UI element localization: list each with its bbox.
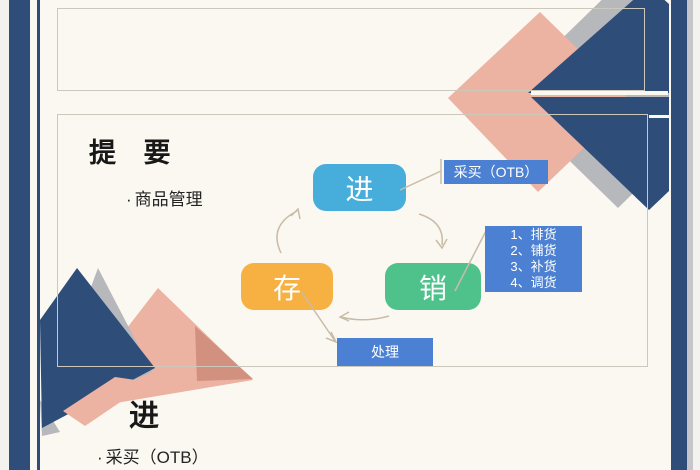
bullet-dot: · (97, 448, 103, 467)
right-margin (693, 0, 700, 470)
purchase-title: 进 (129, 400, 161, 433)
summary-title: 提 要 (89, 138, 181, 168)
node-sales: 销 (385, 263, 481, 310)
callout-sale-steps: 1、排货 2、铺货 3、补货 4、调货 (485, 226, 582, 292)
sale-step-item: 1、排货 (510, 227, 557, 242)
node-stock: 存 (241, 263, 333, 310)
diamond-slit (531, 91, 668, 95)
purchase-bullet: ·采买（OTB） (97, 443, 209, 468)
purchase-bullet-text: 采买（OTB） (105, 448, 209, 467)
callout-purchase-otb: 采买（OTB） (444, 160, 548, 184)
left-margin (0, 0, 9, 470)
node-purchase-label: 进 (345, 173, 374, 205)
bullet-dot: · (126, 190, 132, 209)
section-frame-middle (57, 114, 648, 367)
navy-diamond-lower (531, 97, 669, 210)
pink-triangle-left-dark (195, 326, 253, 381)
callout-handle-text: 处理 (371, 344, 399, 360)
callout-purchase-otb-text: 采买（OTB） (453, 164, 539, 180)
section-frame-top (57, 8, 645, 91)
pink-band-front (63, 377, 150, 426)
right-navy-band (671, 0, 687, 470)
left-thin-rule (37, 0, 40, 470)
diamond-slit-right (649, 115, 669, 118)
sale-step-item: 3、补货 (510, 259, 557, 274)
node-sales-label: 销 (418, 272, 447, 304)
summary-bullet: ·商品管理 (126, 185, 203, 210)
sale-step-item: 4、调货 (510, 275, 557, 290)
right-gray-band (687, 0, 693, 470)
node-stock-label: 存 (272, 272, 301, 304)
callout-handle: 处理 (337, 338, 433, 366)
node-purchase: 进 (313, 164, 406, 211)
sale-steps-list: 1、排货 2、铺货 3、补货 4、调货 (510, 227, 556, 291)
navy-diamond-upper (528, 0, 669, 93)
summary-bullet-text: 商品管理 (134, 190, 203, 209)
left-navy-band (9, 0, 30, 470)
sale-step-item: 2、铺货 (510, 243, 557, 258)
navy-triangle-left (40, 268, 155, 428)
